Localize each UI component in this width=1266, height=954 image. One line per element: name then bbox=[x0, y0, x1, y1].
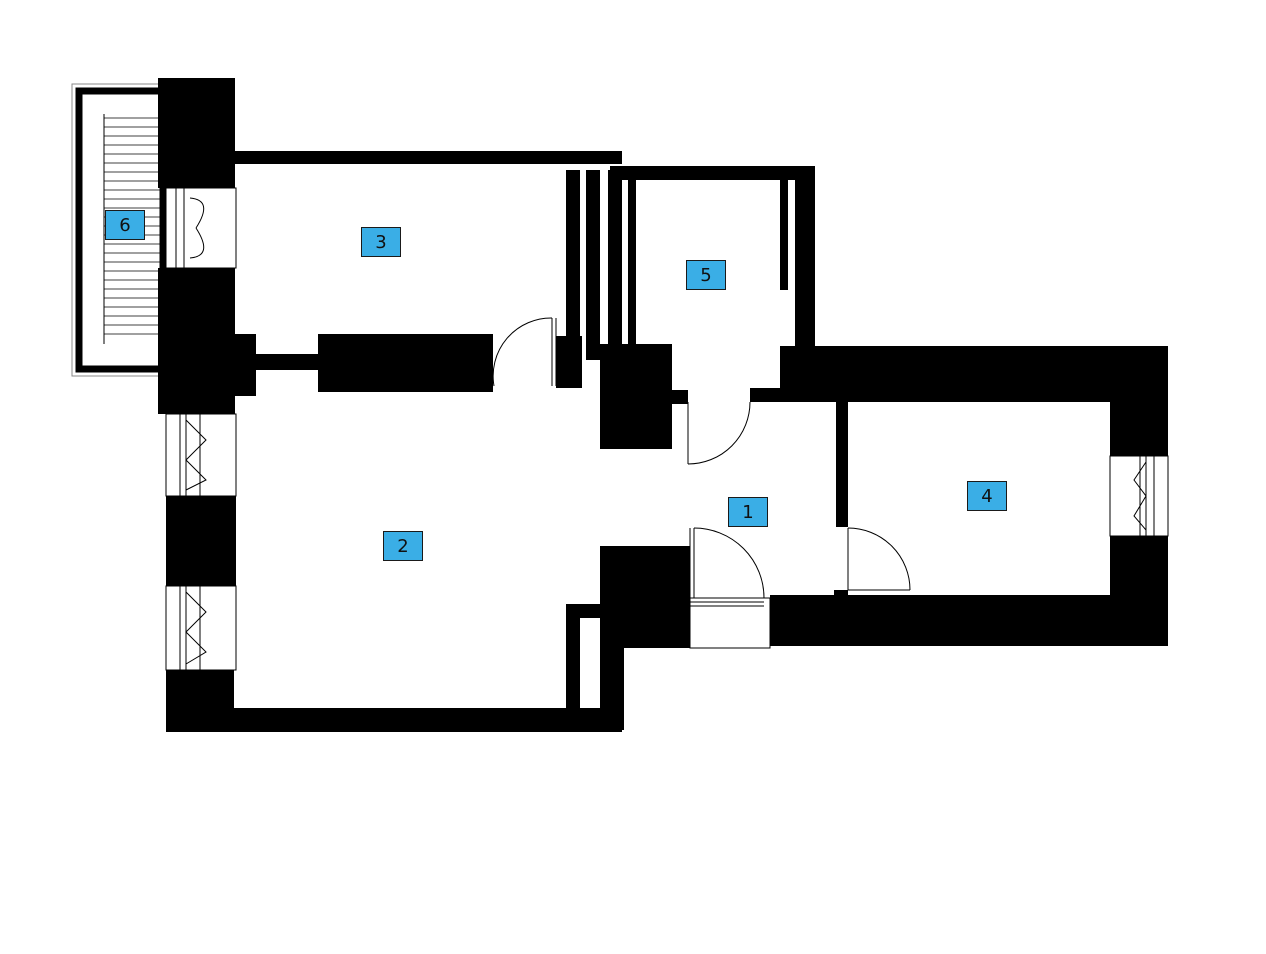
room-label-4: 4 bbox=[967, 481, 1007, 511]
walls bbox=[158, 78, 1168, 732]
room-label-1: 1 bbox=[728, 497, 768, 527]
room-label-5: 5 bbox=[686, 260, 726, 290]
room-label-3: 3 bbox=[361, 227, 401, 257]
room-label-6: 6 bbox=[105, 210, 145, 240]
room-label-2: 2 bbox=[383, 531, 423, 561]
doors bbox=[492, 317, 911, 607]
